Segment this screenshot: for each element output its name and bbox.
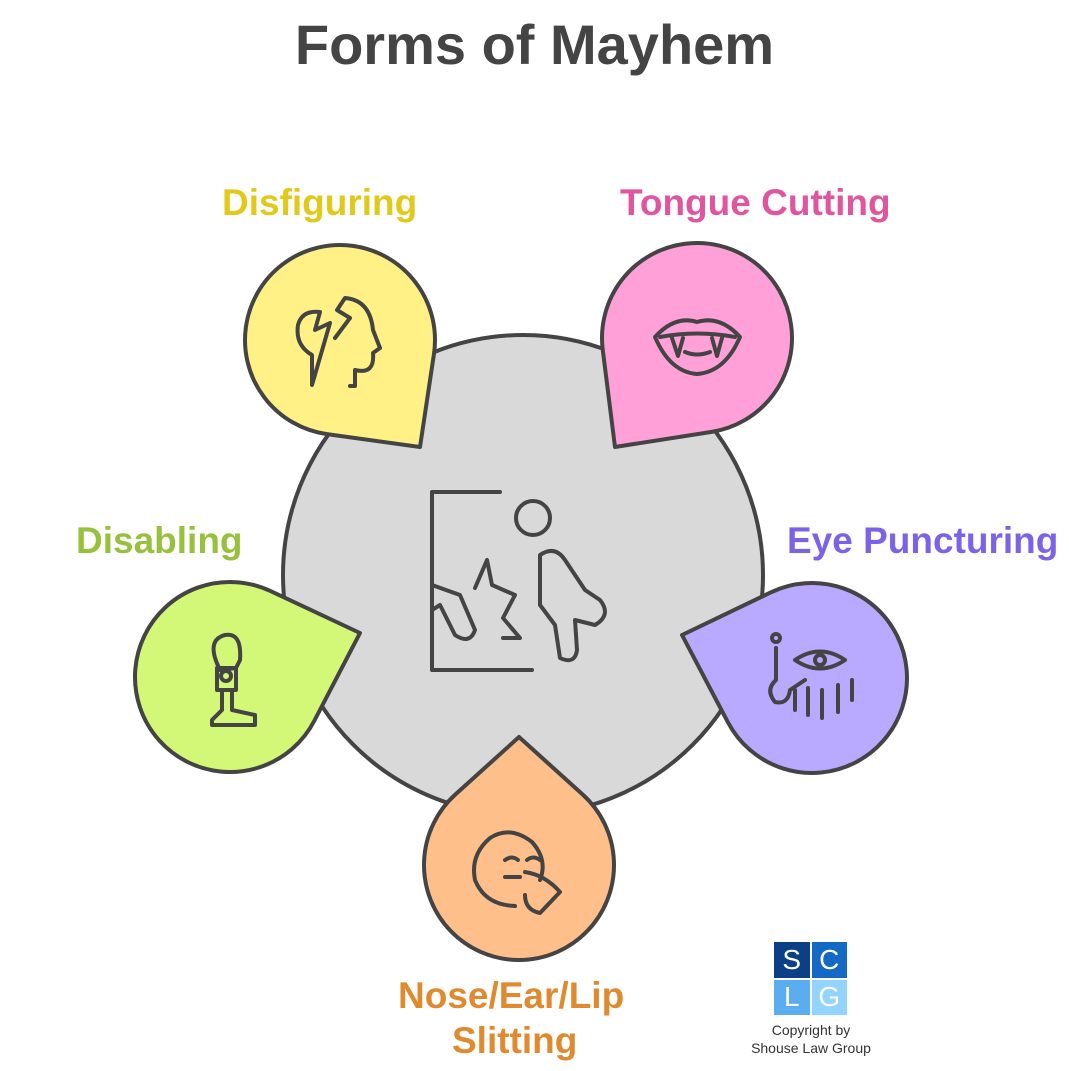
mouth-fangs-icon bbox=[653, 318, 742, 376]
label-disabling: Disabling bbox=[76, 520, 243, 561]
label-tongue-cutting: Tongue Cutting bbox=[620, 182, 891, 223]
copyright-text: Copyright by Shouse Law Group bbox=[740, 1021, 882, 1057]
drop-disabling bbox=[133, 580, 362, 774]
eye-tears-icon bbox=[768, 632, 854, 720]
drop-tongue-cutting bbox=[600, 241, 794, 449]
drop-disfiguring bbox=[243, 243, 437, 449]
logo-letter: G bbox=[811, 979, 847, 1015]
label-disfiguring: Disfiguring bbox=[222, 182, 418, 223]
copyright-line1: Copyright by bbox=[771, 1022, 851, 1038]
label-slitting: Slitting bbox=[452, 1020, 578, 1061]
person-falling-icon bbox=[430, 490, 607, 672]
drop-nose-ear-lip-slitting bbox=[422, 735, 616, 962]
logo-letter: S bbox=[774, 942, 810, 978]
label-nose-ear-lip: Nose/Ear/Lip bbox=[398, 975, 625, 1016]
logo-letter: L bbox=[774, 979, 810, 1015]
drop-eye-puncturing bbox=[680, 581, 909, 775]
logo-letter: C bbox=[811, 942, 847, 978]
copyright-line2: Shouse Law Group bbox=[751, 1040, 871, 1056]
broken-head-icon bbox=[295, 296, 382, 388]
prosthetic-leg-icon bbox=[210, 632, 257, 727]
sclg-logo: S C L G bbox=[774, 942, 847, 1015]
label-eye-puncturing: Eye Puncturing bbox=[787, 520, 1059, 561]
page-title: Forms of Mayhem bbox=[294, 13, 775, 76]
injured-face-icon bbox=[472, 830, 562, 915]
